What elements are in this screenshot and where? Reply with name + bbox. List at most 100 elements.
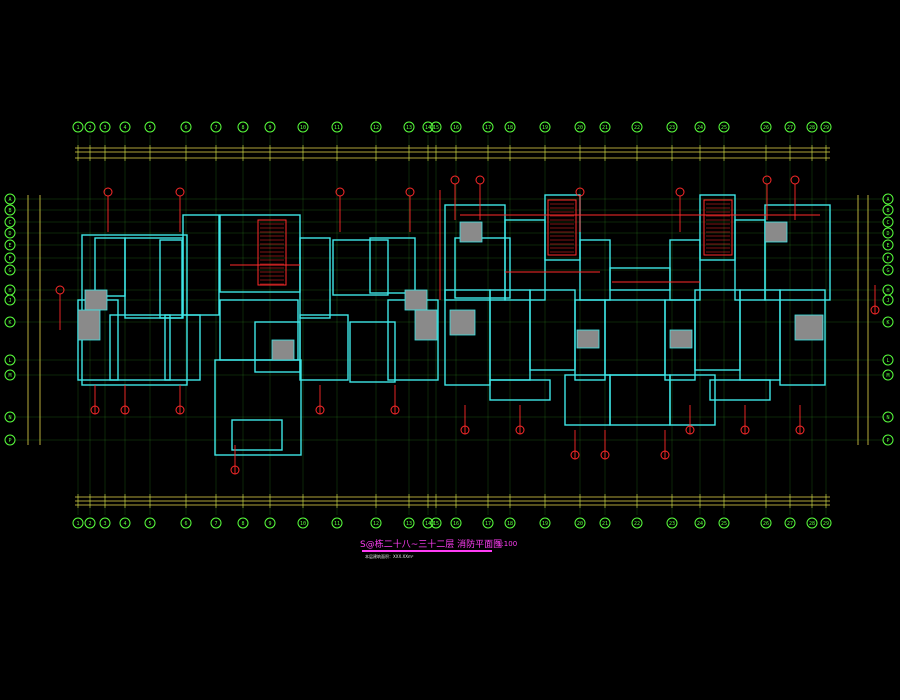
- axis-bubble: [882, 369, 894, 381]
- axis-bubble-label: H: [8, 288, 11, 294]
- area-note: 本层建筑面积：XXX.XXm²: [365, 554, 414, 559]
- wall-outline: [77, 194, 831, 456]
- fire-tag: [335, 187, 345, 197]
- axis-bubble-label: K: [886, 320, 889, 326]
- shaft-area: [84, 289, 108, 311]
- axis-bubble: [718, 121, 730, 133]
- axis-bubble-label: 10: [300, 125, 306, 131]
- axis-bubble: [599, 121, 611, 133]
- axis-bubble-label: 15: [433, 125, 439, 131]
- axis-bubble-label: 21: [602, 521, 608, 527]
- axis-bubble-label: 7: [214, 125, 217, 131]
- axis-bubble: [806, 517, 818, 529]
- wall-segment: [444, 204, 506, 301]
- axis-bubble: [574, 517, 586, 529]
- axis-bubble: [144, 121, 156, 133]
- axis-bubble-label: 14: [425, 125, 431, 131]
- axis-bubble-label: 3: [103, 125, 106, 131]
- axis-bubble: [144, 517, 156, 529]
- axis-bubble: [4, 252, 16, 264]
- axis-bubble: [882, 434, 894, 446]
- axis-bubble-label: M: [886, 373, 889, 379]
- shaft-area: [404, 289, 428, 311]
- axis-bubble: [4, 239, 16, 251]
- dimension-lines: [27, 145, 869, 508]
- wall-segment: [489, 379, 551, 401]
- axis-bubble-label: C: [8, 220, 11, 226]
- axis-bubble-label: 13: [406, 125, 412, 131]
- axis-bubble: [99, 517, 111, 529]
- axis-bubble-label: G: [886, 268, 889, 274]
- axis-bubble-label: 8: [241, 125, 244, 131]
- axis-bubble-label: 1: [76, 521, 79, 527]
- axis-bubble-label: A: [8, 197, 11, 203]
- axis-bubble: [4, 354, 16, 366]
- axis-bubble-label: L: [886, 358, 889, 364]
- fire-tag: [475, 175, 485, 185]
- wall-segment: [349, 321, 396, 383]
- axis-bubble: [574, 121, 586, 133]
- wall-segment: [739, 289, 781, 381]
- axis-bubble: [422, 121, 434, 133]
- axis-bubble: [237, 121, 249, 133]
- axis-bubble: [119, 121, 131, 133]
- axis-bubble: [806, 121, 818, 133]
- axis-bubble-label: 10: [300, 521, 306, 527]
- shaft-area: [669, 329, 693, 349]
- axis-bubble-label: 15: [433, 521, 439, 527]
- wall-segment: [332, 239, 389, 296]
- axis-bubble: [539, 121, 551, 133]
- axis-bubble-label: 19: [542, 521, 548, 527]
- fire-tag: [405, 187, 415, 197]
- axis-bubble-label: 6: [184, 521, 187, 527]
- axis-bubble: [99, 121, 111, 133]
- axis-bubble-label: E: [8, 243, 11, 249]
- wall-segment: [544, 194, 581, 261]
- axis-bubble: [4, 411, 16, 423]
- axis-bubble-label: F: [8, 256, 11, 262]
- axis-bubble: [666, 517, 678, 529]
- axis-bubble-label: 2: [88, 521, 91, 527]
- axis-bubble: [403, 121, 415, 133]
- drawing-title: S@栋二十八~三十二层 消防平面图: [360, 540, 503, 550]
- axis-bubble: [180, 121, 192, 133]
- axis-bubble: [482, 517, 494, 529]
- axis-bubble-label: 4: [123, 125, 126, 131]
- axis-bubble: [264, 121, 276, 133]
- wall-segment: [159, 239, 183, 319]
- wall-segment: [669, 374, 716, 426]
- wall-segment: [564, 374, 611, 426]
- axis-bubble: [297, 517, 309, 529]
- axis-bubble-label: G: [8, 268, 11, 274]
- fire-equipment: [55, 175, 880, 475]
- axis-bubble: [631, 121, 643, 133]
- wall-segment: [604, 299, 666, 376]
- wall-segment: [454, 237, 511, 299]
- axis-bubble-label: 25: [721, 125, 727, 131]
- axis-bubble-label: J: [886, 298, 889, 304]
- axis-bubble-label: 20: [577, 125, 583, 131]
- axis-bubble-label: 24: [697, 125, 703, 131]
- axis-bubble-label: N: [886, 415, 889, 421]
- axis-bubble-label: 4: [123, 521, 126, 527]
- axis-bubble: [4, 369, 16, 381]
- axis-bubble: [718, 517, 730, 529]
- axis-bubble: [760, 517, 772, 529]
- axis-bubble-label: 21: [602, 125, 608, 131]
- axis-bubble-label: 6: [184, 125, 187, 131]
- axis-bubble: [4, 264, 16, 276]
- axis-bubble: [784, 517, 796, 529]
- axis-bubble: [4, 216, 16, 228]
- fire-tag: [675, 187, 685, 197]
- axis-bubble-label: 29: [823, 521, 829, 527]
- wall-segment: [214, 359, 302, 456]
- axis-bubble: [882, 354, 894, 366]
- wall-segment: [124, 237, 184, 319]
- axis-bubble-label: 27: [787, 521, 793, 527]
- wall-segment: [109, 314, 171, 381]
- axis-bubble: [882, 193, 894, 205]
- wall-segment: [254, 321, 301, 373]
- axis-bubble-label: 23: [669, 521, 675, 527]
- axis-bubble: [882, 411, 894, 423]
- wall-segment: [369, 237, 416, 294]
